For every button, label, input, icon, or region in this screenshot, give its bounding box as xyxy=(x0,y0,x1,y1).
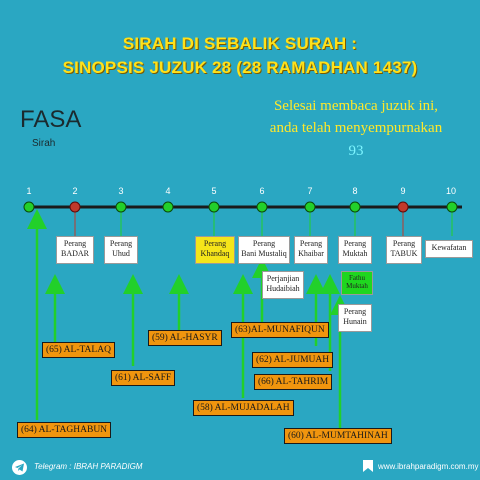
tick-label: 3 xyxy=(118,186,124,196)
node-3 xyxy=(115,201,127,213)
page-title-line1: SIRAH DI SEBALIK SURAH : xyxy=(122,34,358,53)
tick-label: 4 xyxy=(165,186,171,196)
surah-box-mumtahinah: (60) AL-MUMTAHINAH xyxy=(284,428,392,444)
node-4 xyxy=(162,201,174,213)
surah-box-saff: (61) AL-SAFF xyxy=(111,370,176,386)
tick-label: 7 xyxy=(307,186,313,196)
fasa-heading: FASA xyxy=(20,106,82,133)
tick-label: 10 xyxy=(445,186,456,196)
note-line2: anda telah menyempurnakan xyxy=(269,120,443,136)
telegram-icon xyxy=(12,460,27,475)
tick-label: 9 xyxy=(400,186,406,196)
tick-label: 1 xyxy=(26,186,32,196)
surah-box-munafiqun: (63)AL-MUNAFIQUN xyxy=(231,322,329,338)
tick-label: 5 xyxy=(211,186,217,196)
note-number: 93 xyxy=(348,143,364,159)
node-10 xyxy=(446,201,458,213)
surah-box-taghabun: (64) AL-TAGHABUN xyxy=(17,422,112,438)
node-2 xyxy=(69,201,81,213)
node-9 xyxy=(397,201,409,213)
footer-website-link[interactable]: www.ibrahparadigm.com.my xyxy=(378,462,479,471)
node-6 xyxy=(256,201,268,213)
page-title-line2: SINOPSIS JUZUK 28 (28 RAMADHAN 1437) xyxy=(62,58,418,77)
fasa-subheading: Sirah xyxy=(32,138,56,149)
surah-box-talaq: (65) AL-TALAQ xyxy=(42,342,115,358)
node-7 xyxy=(304,201,316,213)
surah-box-jumuah: (62) AL-JUMUAH xyxy=(252,352,334,368)
bookmark-icon xyxy=(363,460,373,472)
note-line1: Selesai membaca juzuk ini, xyxy=(273,98,439,114)
tick-label: 2 xyxy=(72,186,78,196)
footer-telegram-text[interactable]: Telegram : IBRAH PARADIGM xyxy=(34,462,143,471)
surah-box-tahrim: (66) AL-TAHRIM xyxy=(254,374,333,390)
footer: Telegram : IBRAH PARADIGM www.ibrahparad… xyxy=(0,455,480,480)
surah-box-hasyr: (59) AL-HASYR xyxy=(148,330,222,346)
node-1 xyxy=(23,201,35,213)
tick-label: 6 xyxy=(259,186,265,196)
node-5 xyxy=(208,201,220,213)
event-kewafatan: Kewafatan xyxy=(425,240,473,258)
surah-box-mujadalah: (58) AL-MUJADALAH xyxy=(193,400,294,416)
node-8 xyxy=(349,201,361,213)
tick-label: 8 xyxy=(352,186,358,196)
